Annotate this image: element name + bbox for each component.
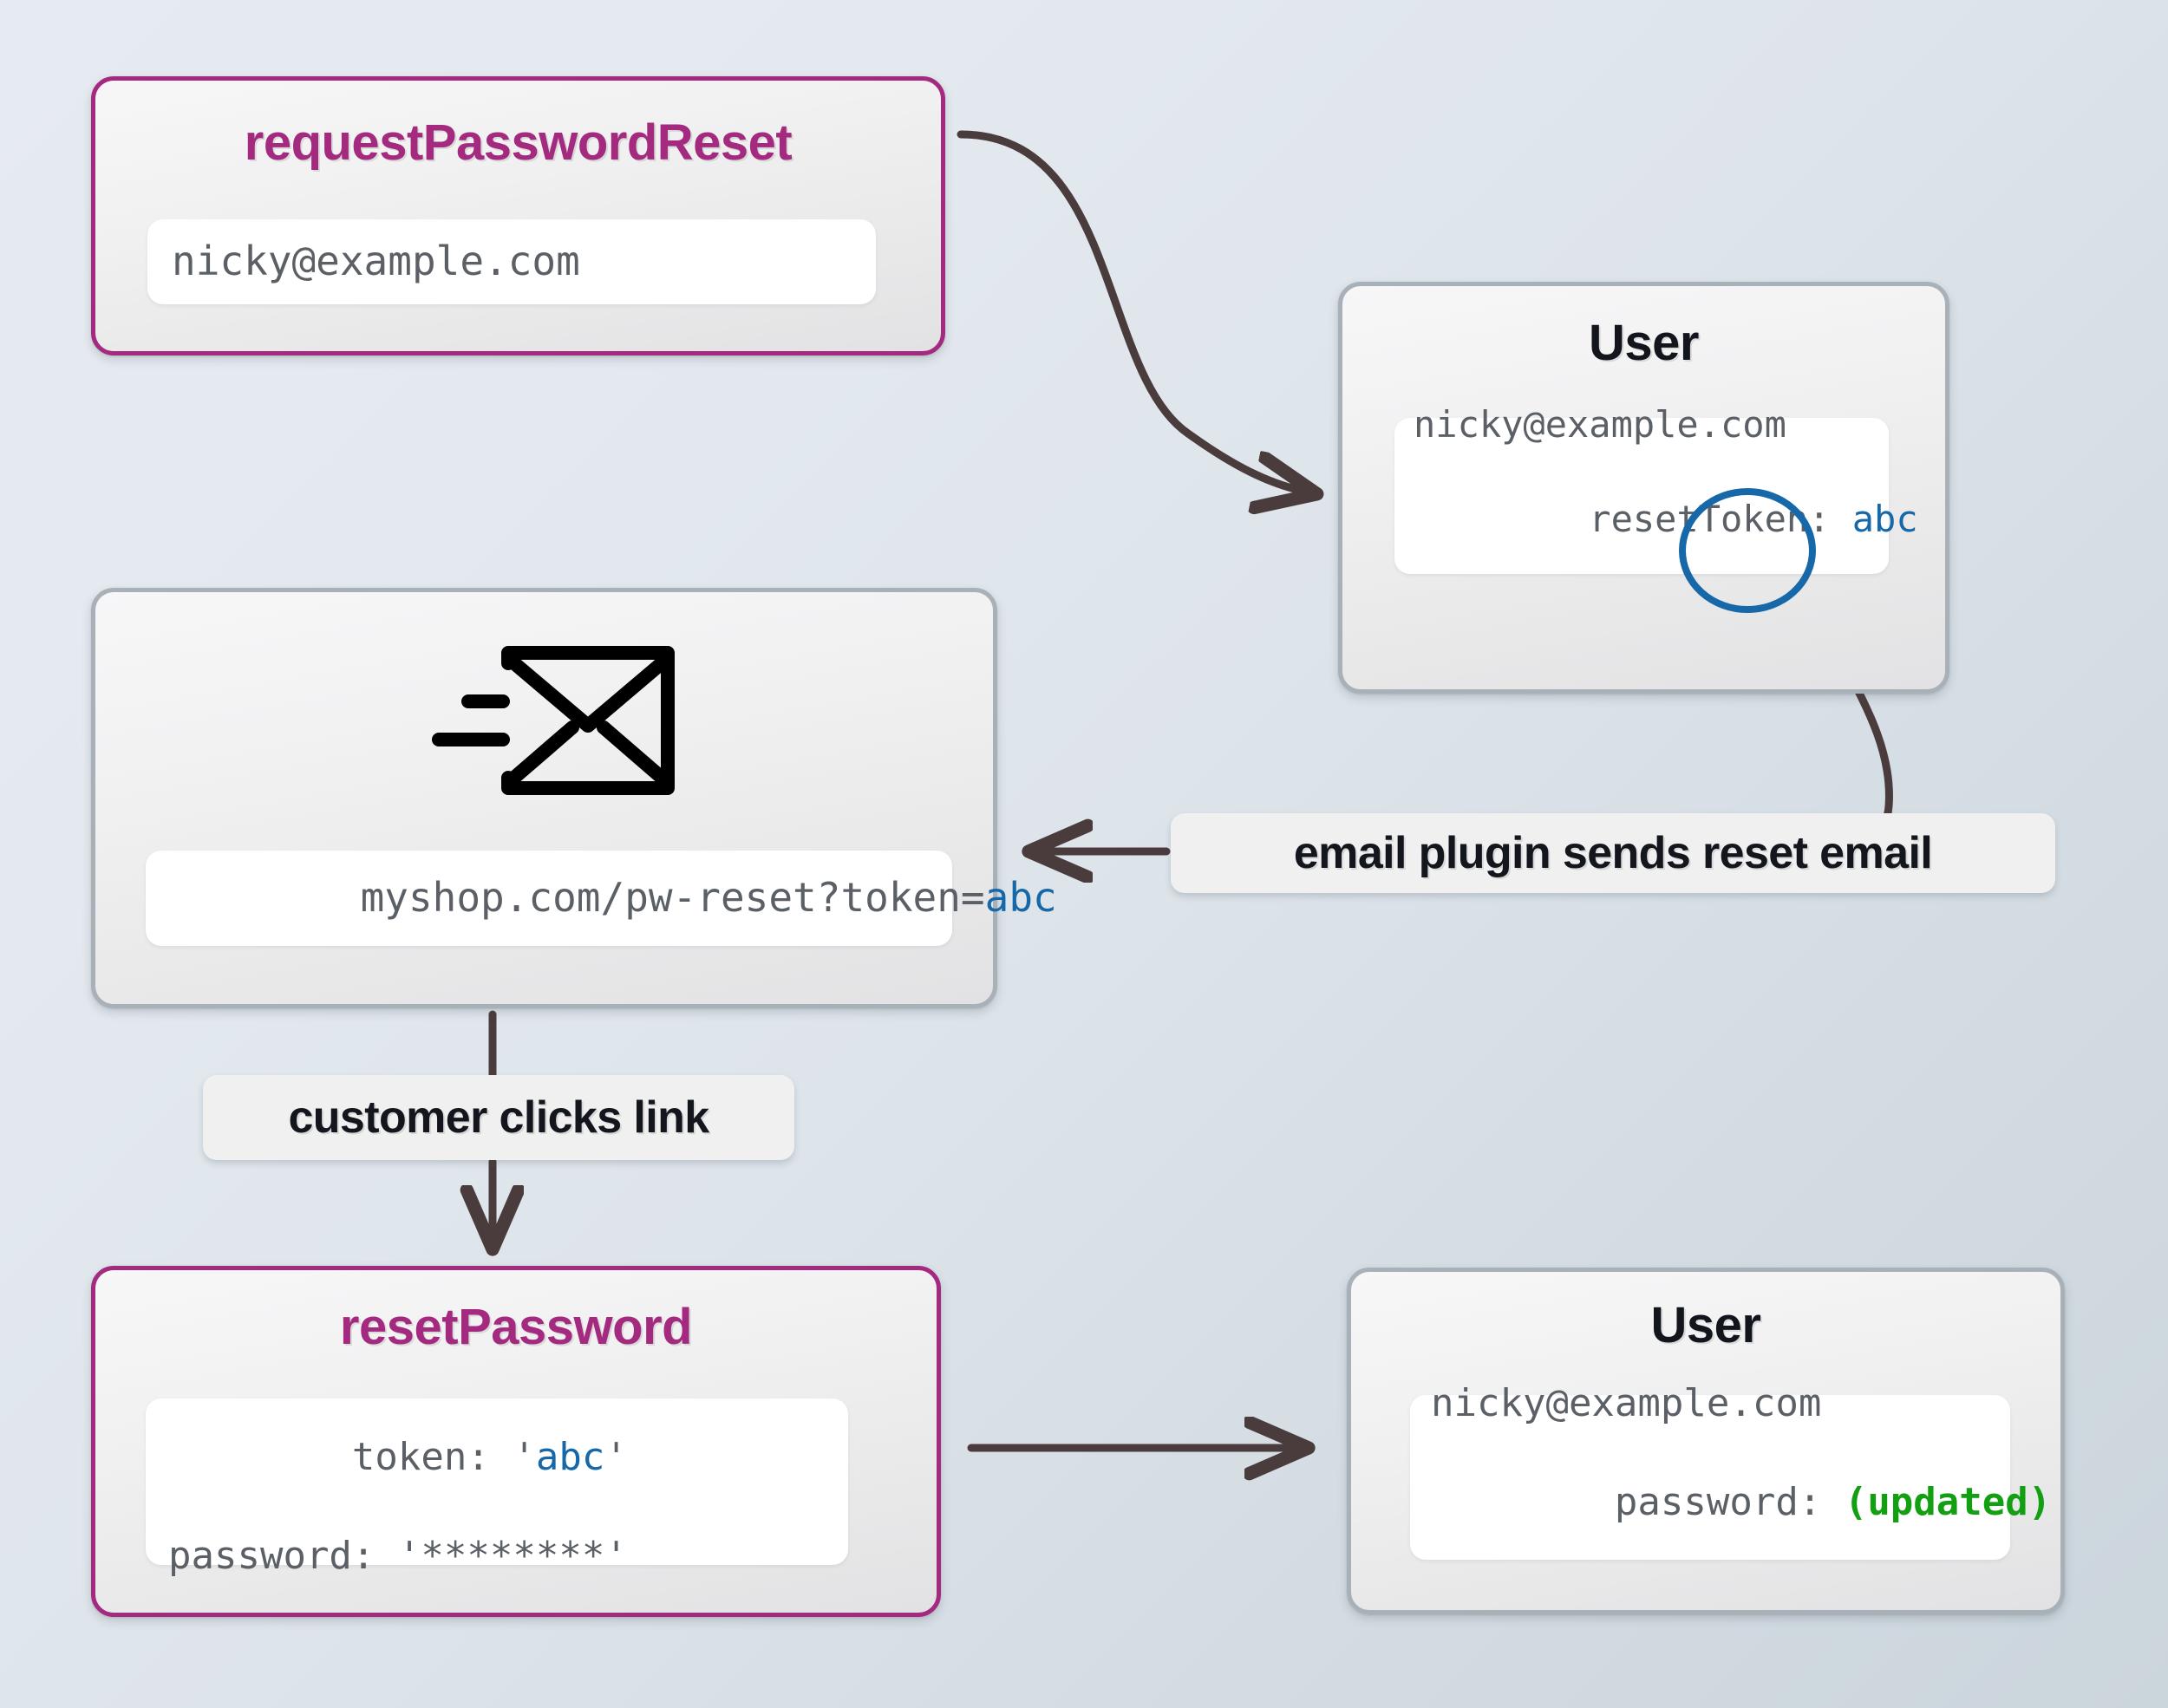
password-status-label: password: (1614, 1480, 1845, 1524)
reset-token-value: abc (1851, 498, 1918, 540)
node-reset-password[interactable]: resetPassword token: 'abc' password: '**… (91, 1266, 941, 1617)
node-title-request-password-reset: requestPasswordReset (244, 114, 793, 171)
node-request-password-reset[interactable]: requestPasswordReset nicky@example.com (91, 76, 945, 355)
token-value: abc (535, 1434, 605, 1479)
field-email: nicky@example.com (1431, 1380, 1822, 1425)
field-reset-url: myshop.com/pw-reset?token=abc (168, 820, 1057, 975)
field-password: password: '********' (168, 1534, 628, 1579)
edge-label-email-plugin-text: email plugin sends reset email (1293, 828, 1933, 878)
panel-reset-password: token: 'abc' password: '********' (146, 1398, 848, 1578)
token-label: token: ' (351, 1434, 536, 1479)
token-suffix: ' (604, 1434, 628, 1479)
edge-label-email-plugin: email plugin sends reset email (1171, 813, 2055, 893)
token-highlight-circle-icon (1679, 488, 1816, 613)
node-title-reset-password: resetPassword (339, 1299, 693, 1355)
panel-request-password-reset: nicky@example.com (147, 219, 876, 304)
panel-email-url: myshop.com/pw-reset?token=abc (146, 851, 1057, 946)
panel-user-with-token: nicky@example.com resetToken: abc (1394, 403, 1918, 574)
edge-label-customer-clicks-text: customer clicks link (288, 1092, 709, 1143)
edge-request-to-user (957, 130, 1309, 492)
node-user-updated[interactable]: User nicky@example.com password: (update… (1347, 1268, 2065, 1614)
field-password-status: password: (updated) (1431, 1428, 2051, 1577)
edge-label-customer-clicks: customer clicks link (203, 1075, 794, 1160)
node-email-message[interactable]: myshop.com/pw-reset?token=abc (91, 588, 1057, 1008)
password-status-value: (updated) (1844, 1480, 2052, 1524)
node-user-with-token[interactable]: User nicky@example.com resetToken: abc (1338, 282, 1949, 694)
field-token: token: 'abc' (168, 1383, 848, 1532)
reset-url-prefix: myshop.com/pw-reset?token= (360, 874, 985, 922)
panel-user-updated: nicky@example.com password: (updated) (1410, 1381, 2051, 1560)
node-title-user-updated: User (1650, 1297, 1761, 1353)
node-title-user-with-token: User (1589, 315, 1699, 371)
send-email-icon (432, 646, 675, 795)
field-email: nicky@example.com (172, 238, 580, 285)
field-email: nicky@example.com (1414, 402, 1786, 446)
reset-url-token: abc (984, 874, 1057, 922)
